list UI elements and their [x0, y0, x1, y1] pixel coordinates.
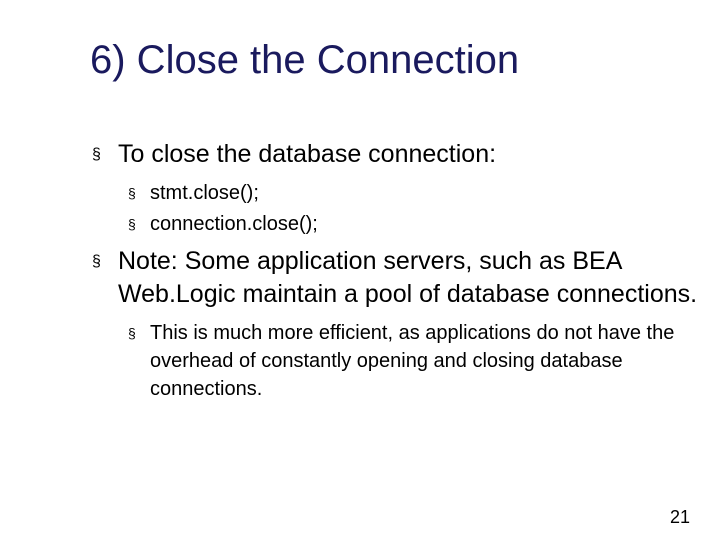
- sub-bullet-text: This is much more efficient, as applicat…: [150, 322, 675, 400]
- sub-bullet-marker: §: [128, 185, 136, 201]
- bullet-text: To close the database connection:: [118, 140, 497, 168]
- sub-bullet-item: § This is much more efficient, as applic…: [92, 319, 702, 403]
- slide-title: 6) Close the Connection: [90, 38, 520, 82]
- sub-bullet-item: § connection.close();: [92, 210, 702, 238]
- bullet-marker: §: [92, 146, 101, 163]
- sub-bullet-text: stmt.close();: [150, 182, 259, 204]
- bullet-text: Note: Some application servers, such as …: [118, 247, 698, 308]
- bullet-marker: §: [92, 253, 101, 270]
- sub-bullet-item: § stmt.close();: [92, 179, 702, 207]
- bullet-item: § To close the database connection:: [92, 138, 702, 171]
- page-number: 21: [669, 507, 690, 527]
- bullet-list: § To close the database connection: § st…: [92, 138, 702, 406]
- sub-bullet-marker: §: [128, 325, 136, 341]
- bullet-item: § Note: Some application servers, such a…: [92, 245, 702, 311]
- sub-bullet-text: connection.close();: [150, 213, 318, 235]
- sub-bullet-marker: §: [128, 216, 136, 232]
